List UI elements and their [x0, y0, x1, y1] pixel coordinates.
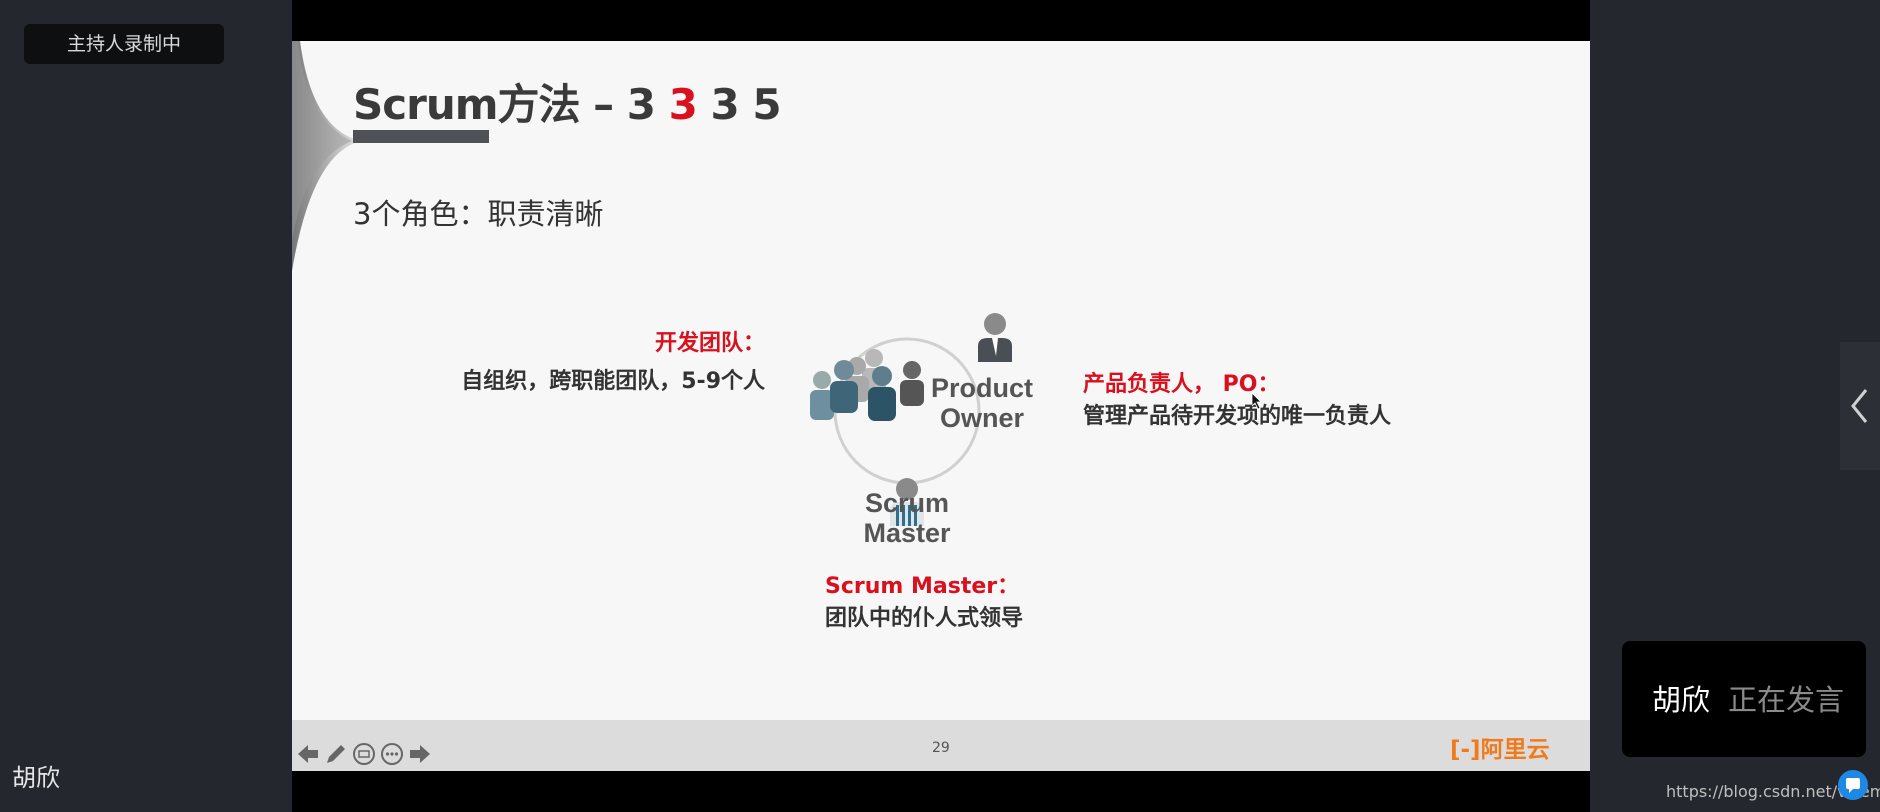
- scrum-master-icon: [890, 478, 924, 526]
- pen-icon[interactable]: [324, 742, 348, 766]
- dev-team-desc: 自组织，跨职能团队，5-9个人: [461, 369, 765, 394]
- speaking-status: 正在发言: [1728, 683, 1845, 717]
- slide-subtitle: 3个角色：职责清晰: [353, 197, 604, 231]
- scrum-master-title: Scrum Master：: [825, 574, 1020, 599]
- slide-decoration: [292, 41, 362, 271]
- page-number: 29: [932, 740, 950, 756]
- speaker-name: 胡欣: [1652, 683, 1711, 717]
- slide-footer: 29 [-]阿里云: [292, 720, 1590, 771]
- more-icon[interactable]: [380, 742, 404, 766]
- next-arrow-icon[interactable]: [408, 742, 432, 766]
- scrum-master-desc: 团队中的仆人式领导: [825, 606, 1024, 631]
- presentation-stage: Scrum方法 – 3 3 3 5 3个角色：职责清晰 开发团队： 自组织，跨职…: [292, 0, 1590, 812]
- slide-title: Scrum方法 – 3 3 3 5: [353, 80, 782, 129]
- previous-arrow-icon[interactable]: [296, 742, 320, 766]
- aliyun-logo: [-]阿里云: [1450, 737, 1550, 763]
- title-underline-bar: [353, 130, 489, 143]
- title-highlight: 3: [668, 80, 698, 129]
- product-owner-desc: 管理产品待开发项的唯一负责人: [1083, 404, 1392, 429]
- slide: Scrum方法 – 3 3 3 5 3个角色：职责清晰 开发团队： 自组织，跨职…: [292, 41, 1590, 771]
- host-name: 胡欣: [12, 764, 60, 792]
- right-panel: 胡欣 正在发言 https://blog.csdn.net/vicemian: [1590, 0, 1880, 812]
- recording-badge[interactable]: 主持人录制中: [24, 24, 224, 64]
- mouse-cursor-icon: [1252, 393, 1262, 409]
- chat-icon[interactable]: [1838, 770, 1868, 800]
- team-people-icon: [810, 349, 924, 421]
- subtitle-icon[interactable]: [352, 742, 376, 766]
- left-panel: 主持人录制中 胡欣: [0, 0, 292, 812]
- product-owner-icon: [978, 313, 1012, 362]
- dev-team-block: 开发团队： 自组织，跨职能团队，5-9个人: [461, 325, 765, 395]
- collapse-panel-button[interactable]: [1840, 342, 1880, 470]
- dev-team-title: 开发团队：: [654, 331, 765, 356]
- roles-diagram: [810, 313, 1012, 526]
- watermark: https://blog.csdn.net/vicemian: [1666, 782, 1880, 801]
- product-owner-title: 产品负责人， PO：: [1083, 372, 1280, 397]
- chevron-left-icon: [1851, 389, 1868, 423]
- speaking-indicator: 胡欣 正在发言: [1622, 641, 1866, 757]
